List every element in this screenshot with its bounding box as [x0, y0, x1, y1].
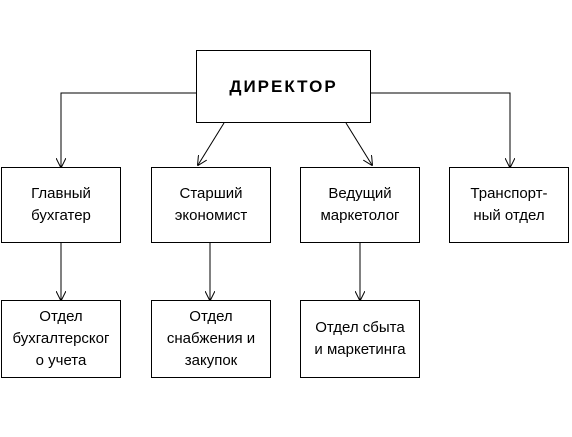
- senior-economist-box: Старший экономист: [151, 167, 271, 243]
- connector-director-accountant: [61, 92, 196, 167]
- transport-dept-box: Транспорт- ный отдел: [449, 167, 569, 243]
- procurement-dept-box: Отдел снабжения и закупок: [151, 300, 271, 378]
- connector-director-transport: [371, 92, 510, 167]
- director-box: ДИРЕКТОР: [196, 50, 371, 123]
- chief-accountant-box: Главный бухгатер: [1, 167, 121, 243]
- connector-director-marketer: [345, 122, 372, 165]
- connector-director-economist: [198, 122, 225, 165]
- lead-marketer-box: Ведущий маркетолог: [300, 167, 420, 243]
- sales-marketing-dept-box: Отдел сбыта и маркетинга: [300, 300, 420, 378]
- accounting-dept-box: Отдел бухгалтерског о учета: [1, 300, 121, 378]
